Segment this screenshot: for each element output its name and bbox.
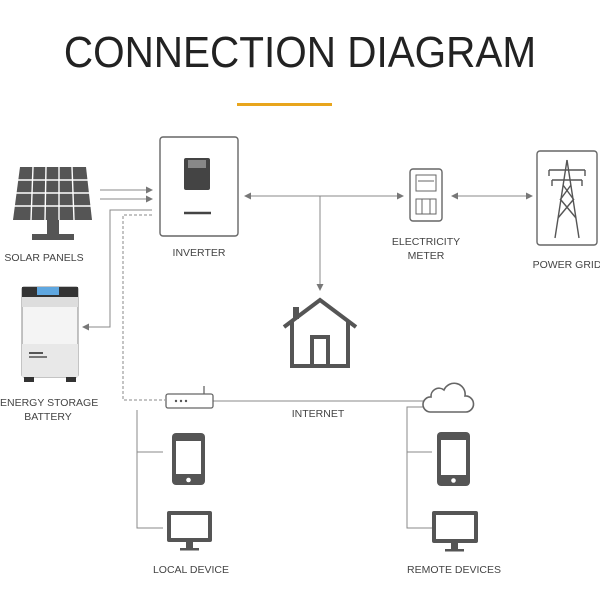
remote-devices-label: REMOTE DEVICES (407, 564, 501, 576)
battery-label-line1: ENERGY STORAGE (0, 397, 99, 409)
local-device-label: LOCAL DEVICE (152, 564, 230, 576)
internet-label: INTERNET (291, 408, 345, 420)
inverter-to-battery-line (82, 209, 152, 331)
page-title: CONNECTION DIAGRAM (63, 28, 537, 77)
meter-label-line1: ELECTRICITY (391, 236, 461, 248)
inverter-icon (159, 136, 239, 237)
connector-lines (82, 186, 533, 529)
power-grid-label: POWER GRID (532, 259, 600, 271)
cloud-icon (422, 382, 475, 413)
house-icon (282, 297, 358, 368)
router-icon (165, 386, 214, 409)
inverter-to-router-dashed-line (122, 214, 165, 401)
inverter-label: INVERTER (172, 247, 226, 259)
meter-label-line2: METER (407, 250, 445, 262)
battery-cabinet-icon (21, 286, 79, 382)
remote-device-line (406, 406, 432, 529)
remote-smartphone-icon (437, 432, 470, 486)
remote-monitor-icon (432, 511, 478, 552)
monitor-icon (167, 511, 212, 551)
title-underline (237, 103, 332, 106)
power-tower-icon (536, 150, 598, 246)
battery-label-line2: BATTERY (24, 411, 72, 423)
solar-panel-icon (13, 166, 92, 240)
local-device-line (136, 410, 163, 529)
solar-panels-label: SOLAR PANELS (4, 252, 84, 264)
smartphone-icon (172, 433, 205, 485)
electricity-meter-icon (409, 168, 443, 222)
